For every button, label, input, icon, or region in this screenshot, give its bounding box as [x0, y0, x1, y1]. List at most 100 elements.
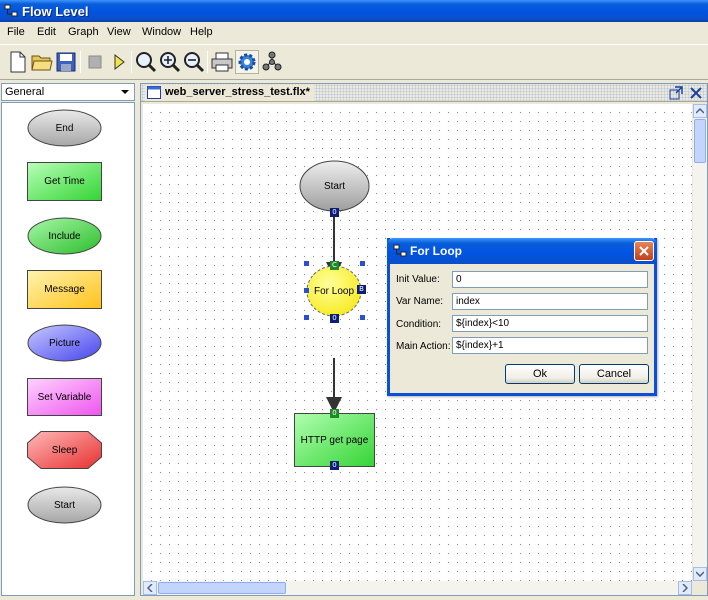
selection-handle[interactable] — [304, 261, 309, 266]
scroll-right-button[interactable] — [678, 581, 692, 595]
settings-button[interactable] — [235, 50, 259, 74]
new-file-button[interactable] — [6, 50, 30, 74]
zoom-in-icon — [160, 52, 181, 73]
scroll-up-button[interactable] — [693, 104, 707, 118]
zoom-button[interactable] — [134, 50, 158, 74]
chevron-right-icon — [682, 584, 688, 592]
chevron-left-icon — [147, 584, 153, 592]
menu-edit[interactable]: Edit — [37, 26, 56, 38]
selection-handle[interactable] — [304, 315, 309, 320]
flow-node-http-get-page[interactable]: HTTP get page — [294, 413, 375, 467]
zoom-in-button[interactable] — [158, 50, 182, 74]
palette-item-start[interactable]: Start — [27, 486, 102, 524]
window-title: Flow Level — [22, 4, 89, 19]
scroll-down-button[interactable] — [693, 567, 707, 581]
window-title-bar: Flow Level — [0, 0, 708, 22]
flow-node-start[interactable]: Start — [299, 160, 370, 212]
app-icon — [393, 244, 407, 257]
node-palette: End Get Time Include Message Picture Set… — [1, 102, 135, 596]
palette-category-select[interactable]: General — [1, 83, 135, 101]
menu-view[interactable]: View — [107, 26, 131, 38]
condition-label: Condition: — [396, 319, 442, 330]
run-button[interactable] — [107, 50, 131, 74]
selection-handle[interactable] — [360, 261, 365, 266]
toolbar — [0, 44, 708, 80]
palette-item-label: Picture — [48, 337, 81, 349]
share-nodes-button[interactable] — [260, 50, 284, 74]
editor-tab-bar: web_server_stress_test.flx* — [141, 84, 707, 102]
share-nodes-icon — [262, 51, 282, 71]
close-icon[interactable] — [689, 86, 703, 100]
input-port[interactable]: 0 — [330, 409, 339, 418]
zoom-out-button[interactable] — [182, 50, 206, 74]
palette-item-label: Get Time — [44, 176, 85, 187]
node-label: HTTP get page — [300, 434, 369, 446]
new-icon — [10, 51, 26, 73]
settings-gear-icon — [238, 53, 256, 71]
output-port[interactable]: 0 — [330, 208, 339, 217]
palette-item-label: Set Variable — [37, 391, 92, 403]
palette-item-get-time[interactable]: Get Time — [27, 162, 102, 201]
output-port[interactable]: 0 — [330, 461, 339, 470]
dialog-title: For Loop — [410, 244, 462, 258]
zoom-icon — [136, 52, 157, 73]
body-port[interactable]: B — [357, 285, 366, 294]
vertical-scroll-thumb[interactable] — [694, 119, 706, 163]
selection-handle[interactable] — [304, 288, 309, 293]
menu-window[interactable]: Window — [142, 26, 182, 38]
main-action-field[interactable] — [452, 337, 648, 354]
save-file-button[interactable] — [54, 50, 78, 74]
init-value-field[interactable] — [452, 271, 648, 288]
palette-item-end[interactable]: End — [27, 109, 102, 147]
maximize-icon[interactable] — [669, 86, 683, 100]
app-icon — [4, 4, 18, 17]
input-port[interactable]: C — [330, 261, 339, 270]
chevron-down-icon — [696, 571, 704, 577]
editor-tab[interactable]: web_server_stress_test.flx* — [145, 85, 314, 101]
chevron-down-icon — [121, 90, 129, 94]
selection-handle[interactable] — [360, 315, 365, 320]
main-action-label: Main Action: — [396, 341, 451, 352]
vertical-scrollbar[interactable] — [693, 104, 707, 581]
palette-item-include[interactable]: Include — [27, 217, 102, 255]
palette-category-value: General — [5, 86, 45, 98]
var-name-label: Var Name: — [396, 296, 444, 307]
save-icon — [56, 52, 76, 72]
print-button[interactable] — [210, 50, 234, 74]
palette-item-label: Include — [48, 230, 81, 242]
ok-button[interactable]: Ok — [505, 364, 575, 384]
scroll-left-button[interactable] — [143, 581, 157, 595]
palette-item-label: Sleep — [51, 444, 78, 456]
status-strip — [0, 596, 708, 600]
palette-item-sleep[interactable]: Sleep — [27, 431, 102, 469]
dialog-title-bar[interactable]: For Loop — [387, 238, 657, 264]
horizontal-scrollbar[interactable] — [143, 581, 692, 595]
editor-tab-title: web_server_stress_test.flx* — [165, 86, 310, 98]
menu-graph[interactable]: Graph — [68, 26, 99, 38]
init-value-label: Init Value: — [396, 274, 440, 285]
run-icon — [114, 54, 125, 70]
palette-item-label: Message — [44, 284, 85, 295]
horizontal-scroll-thumb[interactable] — [158, 582, 286, 594]
for-loop-dialog: For Loop Init Value: Var Name: Condition… — [387, 238, 657, 396]
close-icon — [639, 246, 649, 256]
node-label: For Loop — [313, 285, 355, 297]
dialog-close-button[interactable] — [634, 241, 654, 261]
condition-field[interactable] — [452, 315, 648, 332]
palette-item-label: Start — [53, 499, 76, 511]
palette-item-message[interactable]: Message — [27, 270, 102, 309]
menu-file[interactable]: File — [7, 26, 25, 38]
stop-icon — [88, 55, 102, 69]
document-icon — [147, 86, 161, 99]
palette-item-picture[interactable]: Picture — [27, 324, 102, 362]
cancel-button[interactable]: Cancel — [579, 364, 649, 384]
menu-help[interactable]: Help — [190, 26, 213, 38]
flow-node-for-loop[interactable]: For Loop — [306, 265, 362, 317]
output-port[interactable]: 0 — [330, 314, 339, 323]
palette-item-label: End — [55, 122, 74, 134]
var-name-field[interactable] — [452, 293, 648, 310]
open-file-button[interactable] — [30, 50, 54, 74]
palette-item-set-variable[interactable]: Set Variable — [27, 378, 102, 416]
chevron-up-icon — [696, 108, 704, 114]
stop-button[interactable] — [83, 50, 107, 74]
